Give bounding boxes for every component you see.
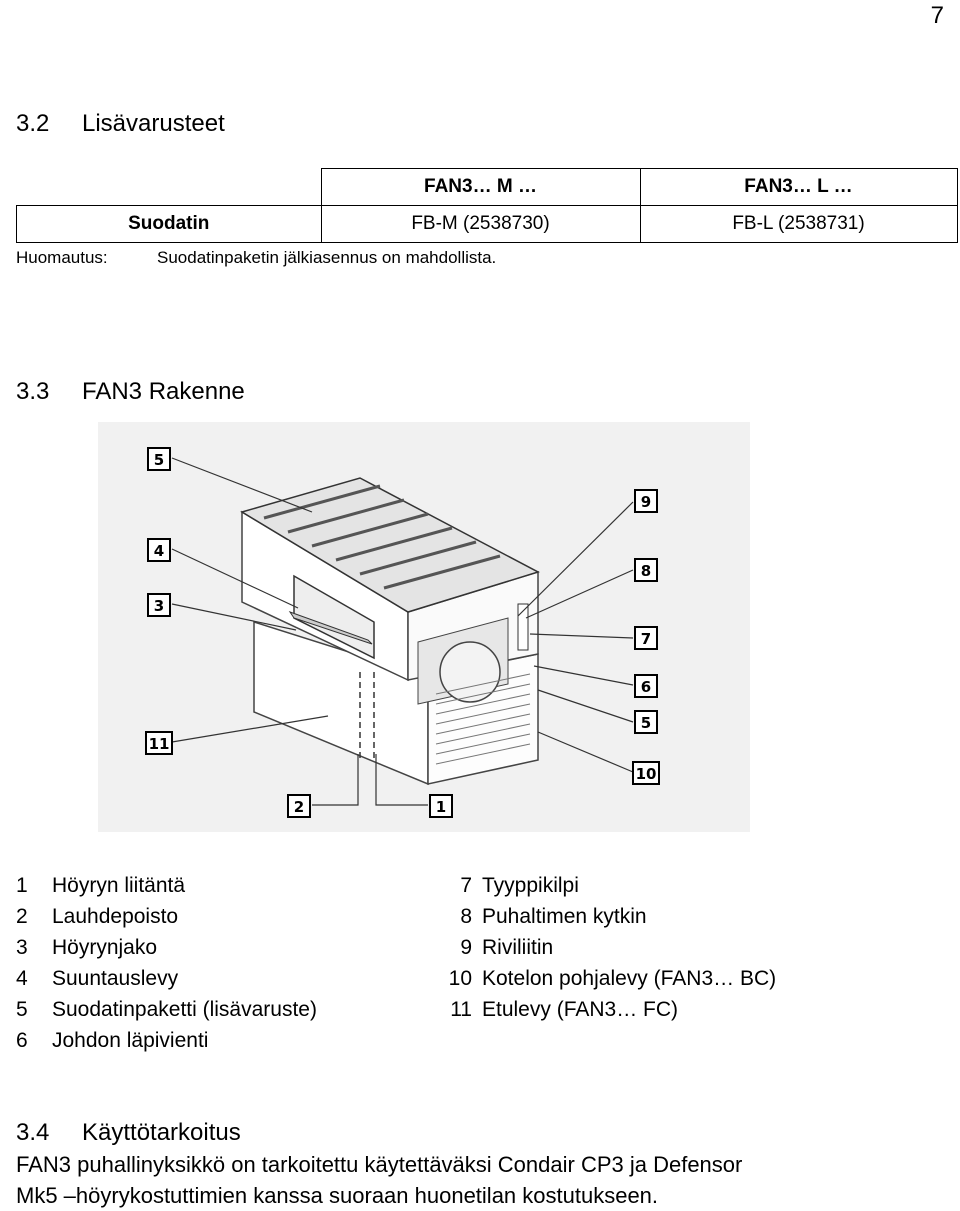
callout-label: 11 [149,735,170,753]
section-number: 3.2 [16,110,50,137]
table-row: Suodatin FB-M (2538730) FB-L (2538731) [16,205,958,243]
section-number: 3.4 [16,1119,50,1146]
accessories-table: FAN3… M … FAN3… L … Suodatin FB-M (25387… [16,168,958,243]
table-header-m: FAN3… M … [320,168,641,206]
callout-label: 9 [641,493,651,511]
section-heading-structure: 3.3 FAN3 Rakenne [16,378,245,406]
note-text: Suodatinpaketin jälkiasennus on mahdolli… [157,248,497,267]
paragraph-line: FAN3 puhallinyksikkö on tarkoitettu käyt… [16,1152,743,1177]
table-cell-m: FB-M (2538730) [320,205,641,243]
purpose-paragraph: FAN3 puhallinyksikkö on tarkoitettu käyt… [16,1149,742,1211]
table-header-row: FAN3… M … FAN3… L … [17,168,958,206]
callout-label: 4 [154,542,164,560]
fan-unit-diagram: 5 4 3 11 2 1 9 8 7 6 5 10 [98,422,750,832]
table-header-l: FAN3… L … [639,168,958,206]
callout-label: 10 [636,765,657,783]
table-cell-l: FB-L (2538731) [639,205,958,243]
section-number: 3.3 [16,378,50,405]
callout-label: 5 [154,451,164,469]
callout-label: 8 [641,562,651,580]
section-title: Käyttötarkoitus [82,1119,241,1146]
section-title: Lisävarusteet [82,110,225,137]
paragraph-line: Mk5 –höyrykostuttimien kanssa suoraan hu… [16,1183,659,1208]
section-heading-purpose: 3.4 Käyttötarkoitus [16,1119,241,1147]
section-title: FAN3 Rakenne [82,378,245,405]
callout-label: 1 [436,798,446,816]
callout-label: 6 [641,678,651,696]
note-label: Huomautus: [16,248,108,267]
callout-label: 5 [641,714,651,732]
section-heading-accessories: 3.2 Lisävarusteet [16,110,225,138]
page-number: 7 [930,2,944,29]
callout-label: 3 [154,597,164,615]
callout-label: 2 [294,798,304,816]
table-row-label: Suodatin [16,205,322,243]
callout-label: 7 [641,630,651,648]
